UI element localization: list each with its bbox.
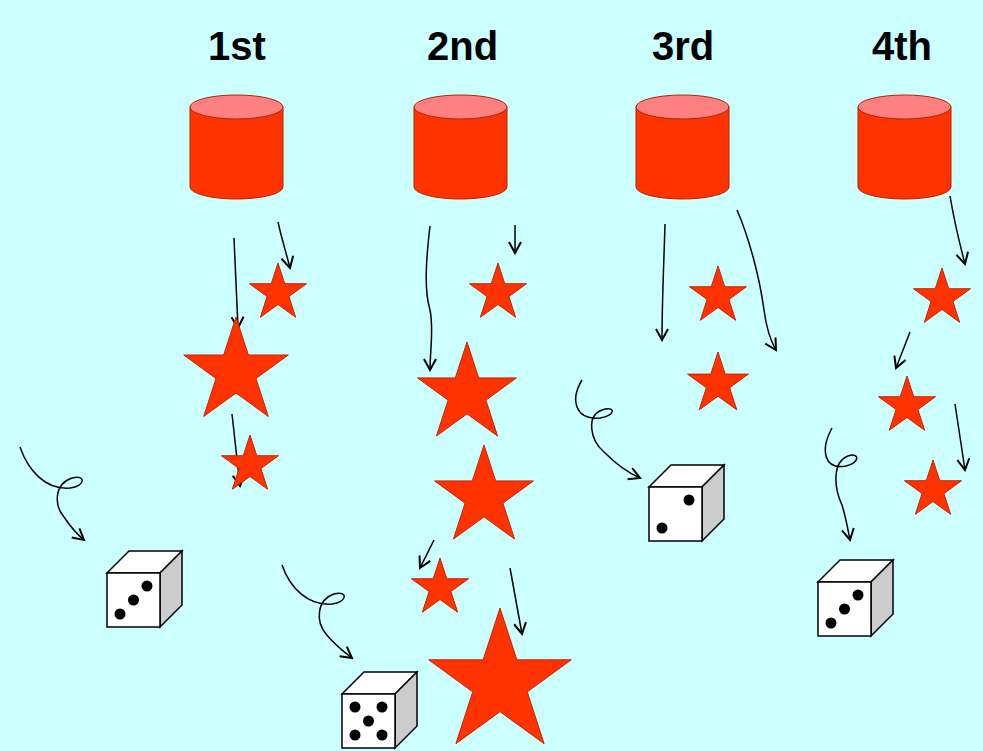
star (411, 558, 468, 612)
pip (377, 702, 388, 713)
star (249, 263, 306, 317)
pip (142, 581, 153, 592)
draw-arrow (737, 210, 776, 350)
pip (350, 730, 361, 741)
pip (363, 716, 374, 727)
die-body (342, 672, 417, 748)
pip (657, 523, 668, 534)
star (221, 435, 278, 489)
draw-arrow (955, 404, 965, 470)
stage-label: 1st (208, 24, 266, 68)
star (435, 445, 534, 539)
die (649, 465, 724, 541)
draw-arrow (662, 224, 665, 340)
pip (128, 595, 139, 606)
draw-arrow (234, 238, 238, 328)
draw-arrow (896, 332, 910, 368)
pip (826, 618, 837, 629)
star (904, 460, 961, 514)
draw-arrow (426, 226, 432, 370)
die (818, 560, 893, 636)
draw-arrow (420, 540, 434, 568)
throw-arrow (20, 447, 84, 540)
draw-arrow (510, 568, 522, 634)
throw-arrow (282, 565, 352, 658)
throw-arrow (576, 380, 640, 478)
star (418, 342, 517, 436)
cylinder (858, 95, 951, 199)
cylinder (190, 95, 283, 199)
cylinder (636, 95, 729, 199)
draw-arrow (278, 222, 290, 268)
die-body (107, 551, 182, 627)
stage-label: 3rd (652, 24, 714, 68)
draw-arrow (950, 196, 965, 264)
stage-label: 2nd (427, 24, 498, 68)
die-body (649, 465, 724, 541)
pip (350, 702, 361, 713)
die (342, 672, 417, 748)
pip (377, 730, 388, 741)
throw-arrow (825, 428, 856, 540)
star (688, 352, 749, 410)
star (878, 376, 935, 430)
stars (184, 263, 971, 744)
draw-arrow (514, 225, 516, 253)
star (689, 266, 746, 320)
stage-label: 4th (872, 24, 932, 68)
pip (684, 495, 695, 506)
cylinder (414, 95, 507, 199)
pip (853, 590, 864, 601)
star (429, 608, 572, 744)
throw-arrows (20, 380, 857, 658)
die (107, 551, 182, 627)
star (184, 317, 289, 416)
pip (115, 609, 126, 620)
die-body (818, 560, 893, 636)
pip (839, 604, 850, 615)
star (469, 263, 526, 317)
star (913, 268, 970, 322)
